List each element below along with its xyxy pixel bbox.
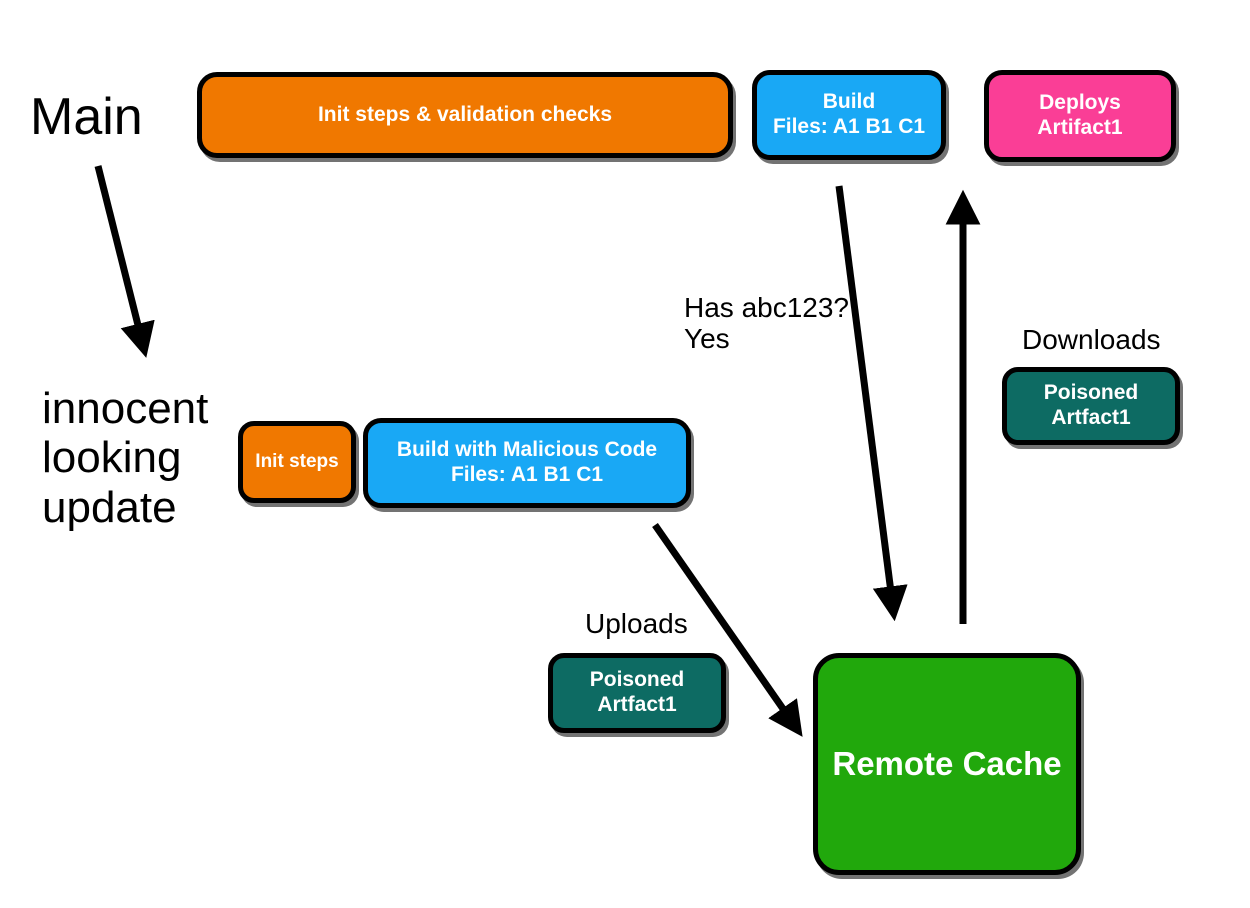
node-main-deploy-artifact[interactable]: Deploys Artifact1 bbox=[984, 70, 1176, 162]
node-update-malicious-build[interactable]: Build with Malicious Code Files: A1 B1 C… bbox=[363, 418, 691, 508]
node-main-build[interactable]: Build Files: A1 B1 C1 bbox=[752, 70, 946, 160]
malicious-build-to-cache-arrow bbox=[652, 522, 803, 737]
cache-query-label: Has abc123? Yes bbox=[684, 292, 850, 355]
build-to-cache-query-arrow bbox=[835, 185, 908, 622]
node-uploaded-poisoned-artifact[interactable]: Poisoned Artfact1 bbox=[548, 653, 726, 733]
downloads-label: Downloads bbox=[1022, 324, 1161, 355]
uploads-label: Uploads bbox=[585, 608, 688, 639]
update-branch-label: innocent looking update bbox=[42, 384, 209, 532]
main-branch-label: Main bbox=[30, 88, 143, 146]
node-remote-cache[interactable]: Remote Cache bbox=[813, 653, 1081, 875]
node-update-init-steps[interactable]: Init steps bbox=[238, 421, 356, 503]
node-main-init-steps[interactable]: Init steps & validation checks bbox=[197, 72, 733, 158]
main-to-update-arrow bbox=[94, 165, 155, 358]
node-downloaded-poisoned-artifact[interactable]: Poisoned Artfact1 bbox=[1002, 367, 1180, 445]
